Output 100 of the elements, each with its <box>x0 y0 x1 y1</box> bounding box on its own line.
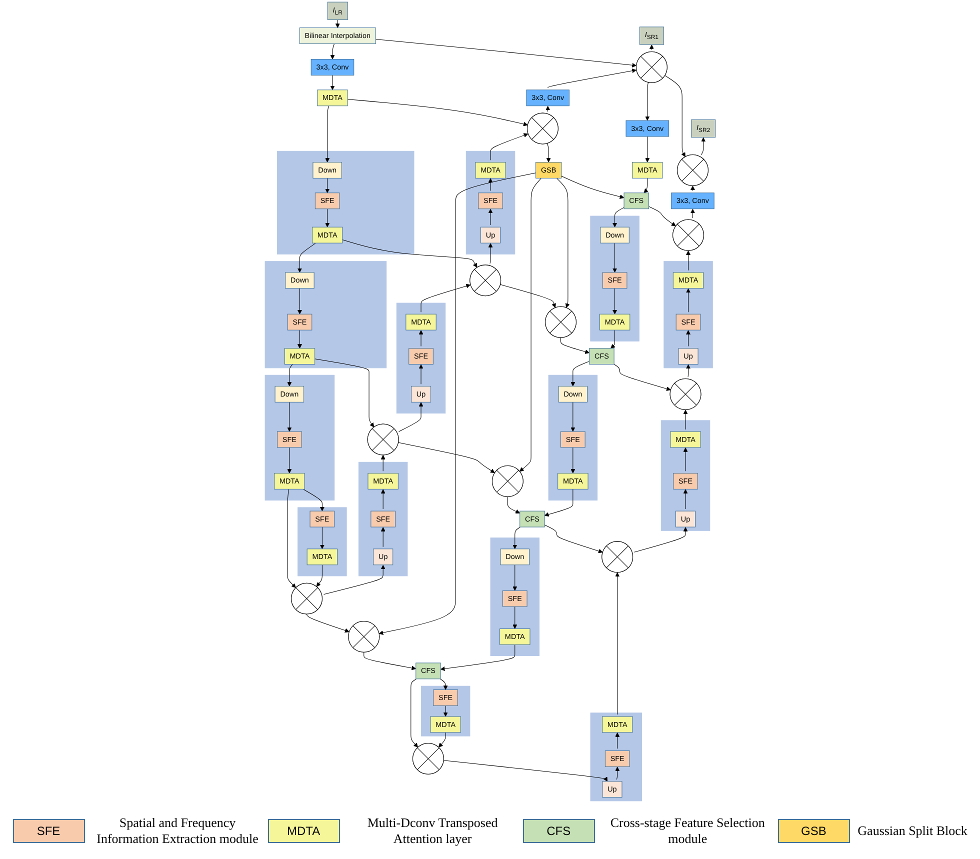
arrow <box>560 176 624 199</box>
arrow <box>686 364 690 378</box>
arrow <box>380 489 386 510</box>
arrow <box>570 447 575 474</box>
cluster <box>264 261 386 368</box>
arrow <box>512 606 517 629</box>
arrow <box>286 402 292 432</box>
cluster <box>276 150 414 254</box>
cluster <box>264 374 334 500</box>
arrow <box>335 19 340 28</box>
arrow <box>398 402 424 432</box>
arrow <box>614 572 620 715</box>
cluster <box>548 374 598 500</box>
arrow <box>690 208 695 218</box>
arrow <box>556 178 570 308</box>
arrow <box>287 488 296 588</box>
arrow <box>342 239 478 268</box>
arrow <box>443 705 448 717</box>
arrow <box>664 75 686 157</box>
cluster <box>297 507 347 576</box>
arrow <box>644 178 648 194</box>
arrow <box>314 358 374 428</box>
arrow <box>512 526 520 550</box>
arrow <box>297 288 302 314</box>
arrow <box>644 82 650 121</box>
arrow <box>683 410 688 430</box>
arrow <box>545 106 550 112</box>
arrow <box>612 288 617 314</box>
legend-swatch: MDTA <box>268 819 340 843</box>
arrow <box>570 361 590 386</box>
arrow <box>614 364 671 391</box>
arrow <box>380 527 386 548</box>
arrow <box>320 526 324 550</box>
arrow <box>644 136 650 162</box>
arrow <box>634 527 688 552</box>
arrow <box>375 39 636 68</box>
cluster <box>466 150 515 254</box>
arrow <box>418 330 424 347</box>
arrow <box>438 732 446 748</box>
arrow <box>519 178 542 472</box>
arrow <box>612 242 617 273</box>
arrow <box>440 644 515 671</box>
arrow <box>690 186 695 192</box>
arrow <box>546 143 551 162</box>
arrow <box>488 178 493 192</box>
legend-swatch: SFE <box>12 819 85 843</box>
arrow <box>649 44 654 50</box>
arrow <box>648 206 676 226</box>
arrow <box>418 364 424 384</box>
cluster <box>590 216 640 342</box>
arrow <box>324 208 330 228</box>
arrow <box>490 133 528 160</box>
arrow <box>378 172 536 635</box>
arrow <box>610 330 616 349</box>
arrow <box>614 766 620 780</box>
arrow <box>286 364 293 386</box>
arrow <box>398 442 495 474</box>
arrow <box>544 488 573 517</box>
arrow <box>512 564 517 591</box>
legend-text: Multi-Dconv Transposed Attention layer <box>366 815 499 847</box>
arrow <box>686 250 690 271</box>
cluster <box>663 261 713 368</box>
arrow <box>316 564 322 587</box>
cluster <box>490 538 540 656</box>
arrow <box>330 74 335 90</box>
arrow <box>306 614 350 633</box>
arrow <box>420 284 470 312</box>
legend-swatch: CFS <box>522 819 595 843</box>
arrow <box>686 288 690 312</box>
arrow <box>443 760 608 782</box>
arrow <box>324 106 330 162</box>
cluster <box>358 462 408 576</box>
arrow <box>323 564 386 595</box>
arrow <box>683 447 688 472</box>
arrow <box>488 208 493 226</box>
arrow <box>683 489 688 510</box>
arrow <box>500 284 556 308</box>
arrow <box>410 678 418 748</box>
arrow <box>614 732 620 749</box>
arrow <box>560 337 590 354</box>
arrow <box>324 178 330 194</box>
legend-text: Cross-stage Feature Selection module <box>609 815 766 847</box>
arrow <box>330 43 335 60</box>
cluster <box>420 686 470 736</box>
cluster <box>590 712 642 802</box>
arrow <box>286 447 292 474</box>
legend-text: Spatial and Frequency Information Extraction module <box>96 815 260 847</box>
arrow <box>488 243 493 264</box>
arrow <box>297 242 316 273</box>
arrow <box>507 496 520 514</box>
cluster <box>660 420 710 531</box>
arrow <box>347 98 528 126</box>
arrow <box>440 678 448 690</box>
arrow <box>570 402 575 432</box>
arrow <box>686 330 690 347</box>
legend-swatch: GSB <box>778 819 850 843</box>
arrow <box>380 454 386 472</box>
cluster <box>396 302 446 414</box>
legend-text: Gaussian Split Block <box>858 823 968 839</box>
arrow <box>612 207 624 228</box>
